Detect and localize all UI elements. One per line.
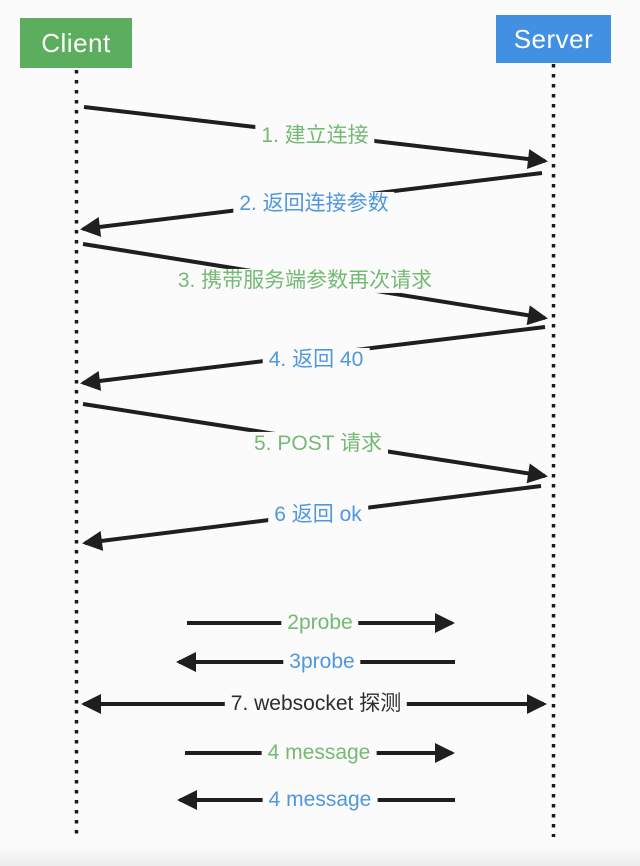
server-actor-box: Server: [496, 15, 611, 63]
probe-2-label: 2probe: [281, 610, 359, 636]
message-receive-label: 4 message: [262, 787, 378, 813]
probe-3-label: 3probe: [283, 649, 361, 675]
message-6-label: 6 返回 ok: [268, 502, 368, 528]
message-2-label: 2. 返回连接参数: [233, 191, 395, 217]
message-4-label: 4. 返回 40: [262, 347, 370, 373]
websocket-probe-label: 7. websocket 探测: [224, 691, 408, 717]
message-5-label: 5. POST 请求: [248, 431, 388, 457]
message-1-label: 1. 建立连接: [255, 123, 375, 149]
client-actor-box: Client: [20, 18, 132, 68]
message-3-label: 3. 携带服务端参数再次请求: [171, 268, 439, 294]
message-send-label: 4 message: [261, 740, 377, 766]
